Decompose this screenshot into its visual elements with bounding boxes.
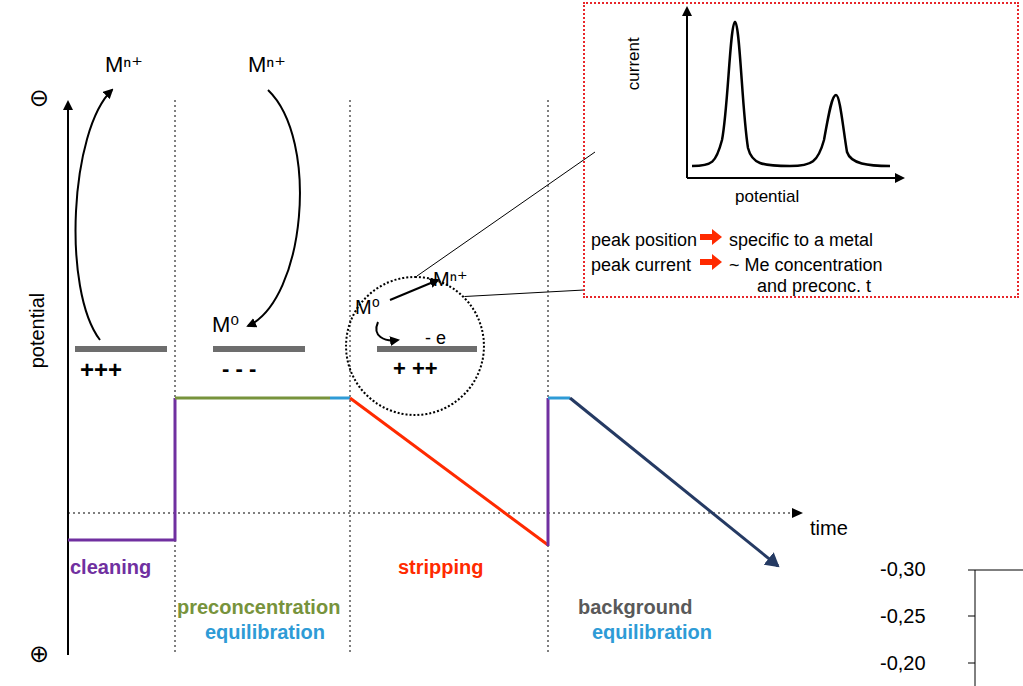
- charge-label: +++: [80, 356, 122, 384]
- tick-label: -0,25: [880, 605, 926, 628]
- note-text: peak position: [591, 230, 697, 251]
- axis-label: time: [810, 517, 848, 540]
- phase-label: equilibration: [592, 621, 712, 644]
- species-label: Mⁿ⁺: [248, 52, 286, 77]
- charge-label: + ++: [393, 356, 438, 381]
- axis-label: current: [623, 38, 643, 91]
- charge-label: - - -: [222, 356, 256, 381]
- zoom-line: [417, 152, 595, 297]
- zoom-inset-box: current potential peak position specific to…: [583, 2, 1019, 298]
- phase-label: cleaning: [70, 556, 151, 579]
- species-label: Mⁿ⁺: [105, 52, 143, 77]
- zoom-circle: M⁰Mⁿ⁺- e+ ++: [345, 276, 485, 416]
- polarity-sign: ⊖: [29, 84, 49, 112]
- species-label: M⁰: [212, 312, 239, 337]
- note-text: specific to a metal: [729, 230, 873, 251]
- axis-label: potential: [27, 292, 50, 368]
- tick-label: -0,30: [880, 558, 926, 581]
- tick-label: -0,20: [880, 652, 926, 675]
- note-text: ~ Me concentration and preconc. t: [729, 255, 914, 296]
- species-label: M⁰: [355, 296, 380, 319]
- phase-label: equilibration: [205, 621, 325, 644]
- phase-label: preconcentration: [177, 596, 340, 619]
- note-text: peak current: [591, 255, 691, 276]
- phase-label: stripping: [398, 556, 484, 579]
- axis-label: potential: [735, 187, 799, 207]
- polarity-sign: ⊕: [29, 640, 49, 668]
- phase-label: background: [578, 596, 692, 619]
- electron-label: - e: [425, 328, 446, 349]
- species-label: Mⁿ⁺: [433, 268, 468, 291]
